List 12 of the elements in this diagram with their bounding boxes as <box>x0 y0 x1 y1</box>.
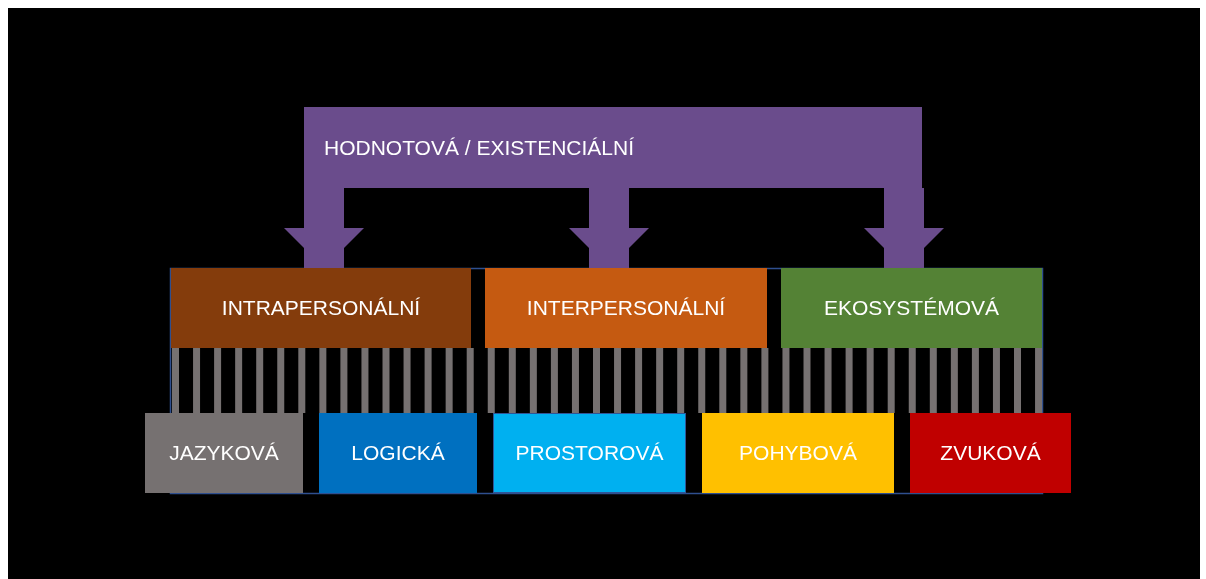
category-box: JAZYKOVÁ <box>145 413 303 493</box>
category-box: LOGICKÁ <box>319 413 477 493</box>
category-box: POHYBOVÁ <box>702 413 894 493</box>
category-box: INTERPERSONÁLNÍ <box>485 268 767 348</box>
category-band: HODNOTOVÁ / EXISTENCIÁLNÍ <box>304 107 922 188</box>
category-box: INTRAPERSONÁLNÍ <box>171 268 471 348</box>
category-box: ZVUKOVÁ <box>910 413 1071 493</box>
arrow <box>569 188 649 268</box>
arrow <box>284 188 364 268</box>
category-box: EKOSYSTÉMOVÁ <box>781 268 1042 348</box>
arrow <box>864 188 944 268</box>
category-box: PROSTOROVÁ <box>493 413 686 493</box>
